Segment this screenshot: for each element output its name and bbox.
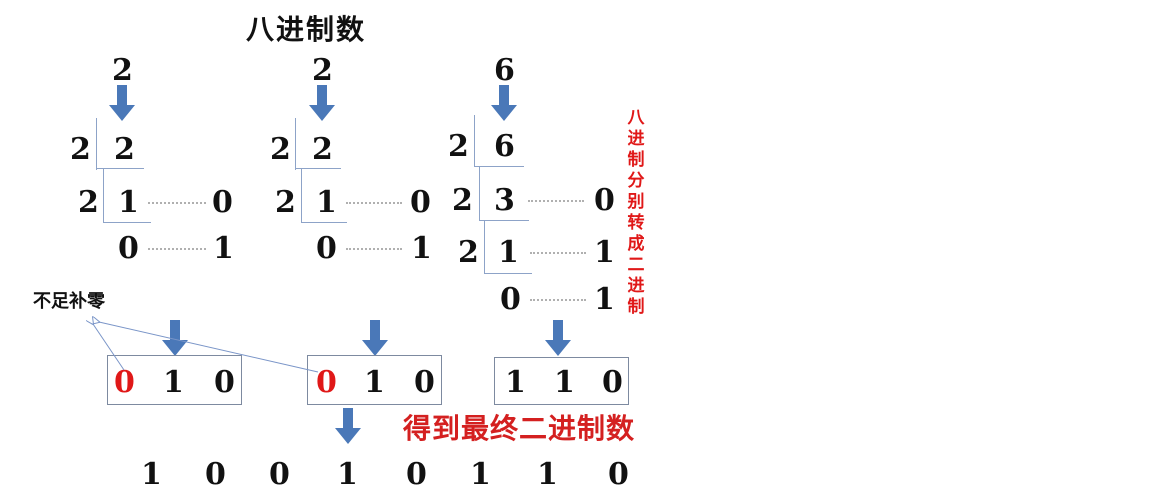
binary-bit: 0	[602, 365, 623, 400]
final-bit: 0	[269, 457, 290, 492]
down-arrow-icon	[162, 320, 188, 356]
divisor: 2	[70, 132, 91, 167]
divisor: 2	[452, 183, 473, 218]
division-bar	[103, 222, 151, 223]
down-arrow-icon	[362, 320, 388, 356]
down-arrow-icon	[309, 85, 335, 121]
dotted-leader	[528, 200, 584, 202]
down-arrow-icon	[335, 408, 361, 444]
dotted-leader	[530, 252, 586, 254]
quotient: 0	[118, 231, 139, 266]
division-bar	[301, 222, 347, 223]
dotted-leader	[346, 248, 402, 250]
pad-zero-note: 不足补零	[33, 291, 105, 312]
divisor: 2	[458, 235, 479, 270]
dotted-leader	[148, 202, 206, 204]
divisor: 2	[270, 132, 291, 167]
final-bit: 1	[337, 457, 358, 492]
dividend: 1	[316, 185, 337, 220]
octal-digit-2: 2	[312, 53, 333, 88]
division-bar	[474, 166, 524, 167]
binary-bit: 0	[414, 365, 435, 400]
division-bar	[484, 220, 485, 273]
final-bit: 1	[141, 457, 162, 492]
down-arrow-icon	[545, 320, 571, 356]
dividend: 1	[118, 185, 139, 220]
dividend: 1	[498, 235, 519, 270]
division-bar	[295, 118, 296, 170]
quotient: 0	[500, 282, 521, 317]
octal-digit-3: 6	[494, 53, 515, 88]
binary-group-box-3	[494, 357, 629, 405]
division-bar	[479, 166, 480, 220]
remainder: 0	[212, 185, 233, 220]
binary-bit: 1	[364, 365, 385, 400]
dividend: 2	[114, 132, 135, 167]
padded-bit: 0	[316, 365, 337, 400]
down-arrow-icon	[109, 85, 135, 121]
division-bar	[103, 168, 104, 222]
final-bit: 1	[470, 457, 491, 492]
final-bit: 0	[608, 457, 629, 492]
division-bar	[301, 168, 302, 222]
division-bar	[96, 168, 144, 169]
binary-bit: 1	[505, 365, 526, 400]
binary-group-box-2	[307, 355, 442, 405]
dividend: 2	[312, 132, 333, 167]
octal-digit-1: 2	[112, 53, 133, 88]
down-arrow-icon	[491, 85, 517, 121]
final-bit: 0	[406, 457, 427, 492]
divisor: 2	[275, 185, 296, 220]
padded-bit: 0	[114, 365, 135, 400]
final-bit: 0	[205, 457, 226, 492]
remainder: 0	[410, 185, 431, 220]
side-label-vertical: 八进制分别转成二进制	[627, 108, 645, 317]
division-bar	[479, 220, 529, 221]
remainder: 1	[411, 231, 432, 266]
dividend: 3	[494, 183, 515, 218]
remainder: 1	[594, 235, 615, 270]
binary-bit: 1	[554, 365, 575, 400]
division-bar	[96, 118, 97, 170]
divisor: 2	[78, 185, 99, 220]
division-bar	[484, 273, 532, 274]
dotted-leader	[346, 202, 402, 204]
dotted-leader	[148, 248, 206, 250]
division-bar	[474, 115, 475, 167]
remainder: 1	[213, 231, 234, 266]
diagram-title: 八进制数	[246, 13, 367, 46]
binary-bit: 0	[214, 365, 235, 400]
dividend: 6	[494, 129, 515, 164]
dotted-leader	[530, 299, 586, 301]
division-bar	[295, 168, 341, 169]
remainder: 0	[594, 183, 615, 218]
remainder: 1	[594, 282, 615, 317]
quotient: 0	[316, 231, 337, 266]
binary-bit: 1	[163, 365, 184, 400]
divisor: 2	[448, 129, 469, 164]
final-bit: 1	[537, 457, 558, 492]
result-label: 得到最终二进制数	[403, 412, 636, 445]
